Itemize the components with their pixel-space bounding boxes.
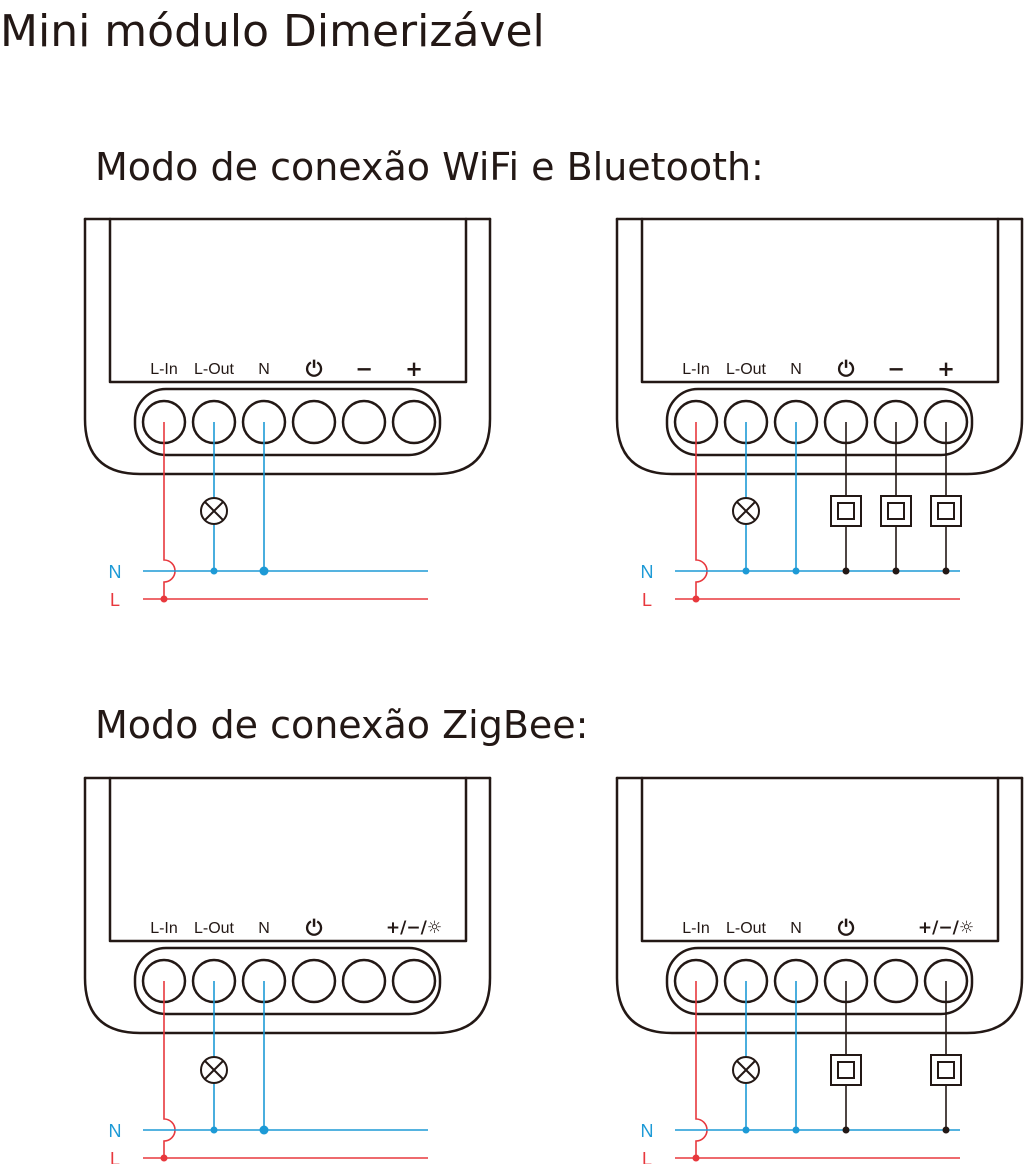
push-button-icon-inner bbox=[837, 502, 855, 520]
terminal-screw bbox=[291, 399, 337, 445]
junction-dot bbox=[742, 567, 750, 575]
live-label: L bbox=[642, 590, 652, 610]
neutral-label: N bbox=[641, 1121, 654, 1141]
terminal-label: − bbox=[887, 357, 905, 381]
label-window bbox=[640, 217, 1000, 384]
junction-dot bbox=[259, 566, 269, 576]
push-button-icon-inner bbox=[937, 502, 955, 520]
lamp-icon-cross-b bbox=[736, 501, 756, 521]
terminal-label: + bbox=[405, 357, 423, 381]
page-title: Mini módulo Dimerizável bbox=[0, 6, 545, 57]
push-button-icon bbox=[930, 495, 962, 527]
junction-dot bbox=[892, 567, 900, 575]
terminal-label: N bbox=[790, 920, 802, 937]
terminal-label: +/−/☼ bbox=[386, 918, 442, 938]
terminal-block bbox=[665, 946, 974, 1016]
neutral-label: N bbox=[109, 1121, 122, 1141]
junction-dot bbox=[692, 1154, 700, 1162]
junction-dot bbox=[842, 567, 850, 575]
terminal-screw bbox=[873, 958, 919, 1004]
terminal-screw bbox=[391, 958, 437, 1004]
live-input-wire bbox=[163, 981, 176, 1158]
push-button-icon bbox=[880, 495, 912, 527]
terminal-label: + bbox=[937, 357, 955, 381]
junction-dot bbox=[792, 567, 800, 575]
junction-dot bbox=[160, 595, 168, 603]
terminal-screw bbox=[291, 958, 337, 1004]
neutral-label: N bbox=[109, 562, 122, 582]
junction-dot bbox=[742, 1126, 750, 1134]
terminal-label: L-In bbox=[682, 361, 710, 378]
label-window bbox=[108, 776, 468, 943]
terminal-label: N bbox=[790, 361, 802, 378]
label-window bbox=[640, 776, 1000, 943]
junction-dot bbox=[842, 1126, 850, 1134]
terminal-label: L-Out bbox=[726, 920, 767, 937]
terminal-label: ⏻ bbox=[306, 357, 323, 381]
push-button-icon-inner bbox=[887, 502, 905, 520]
junction-dot bbox=[692, 595, 700, 603]
junction-dot bbox=[259, 1125, 269, 1135]
live-input-wire bbox=[695, 981, 708, 1158]
device-body bbox=[83, 217, 492, 476]
lamp-icon-cross-b bbox=[204, 1060, 224, 1080]
section-title-wifi-bluetooth: Modo de conexão WiFi e Bluetooth: bbox=[95, 145, 764, 189]
terminal-block bbox=[133, 946, 442, 1016]
push-button-icon bbox=[830, 1054, 862, 1086]
neutral-label: N bbox=[641, 562, 654, 582]
terminal-label: − bbox=[355, 357, 373, 381]
device-body bbox=[615, 776, 1024, 1035]
lamp-icon-cross-b bbox=[204, 501, 224, 521]
terminal-screw bbox=[391, 399, 437, 445]
push-button-icon-inner bbox=[837, 1061, 855, 1079]
push-button-icon bbox=[930, 1054, 962, 1086]
lamp-icon-cross-b bbox=[736, 1060, 756, 1080]
terminal-label: ⏻ bbox=[306, 916, 323, 940]
section-title-zigbee: Modo de conexão ZigBee: bbox=[95, 703, 588, 747]
terminal-label: L-Out bbox=[194, 361, 235, 378]
terminal-block bbox=[665, 387, 974, 457]
terminal-label: N bbox=[258, 361, 270, 378]
live-label: L bbox=[642, 1149, 652, 1164]
terminal-label: L-Out bbox=[726, 361, 767, 378]
live-label: L bbox=[110, 590, 120, 610]
terminal-label: ⏻ bbox=[838, 916, 855, 940]
terminal-screw bbox=[341, 399, 387, 445]
junction-dot bbox=[210, 1126, 218, 1134]
label-window bbox=[108, 217, 468, 384]
device-body bbox=[83, 776, 492, 1035]
terminal-label: ⏻ bbox=[838, 357, 855, 381]
terminal-label: L-In bbox=[150, 361, 178, 378]
push-button-icon bbox=[830, 495, 862, 527]
junction-dot bbox=[942, 1126, 950, 1134]
junction-dot bbox=[942, 567, 950, 575]
junction-dot bbox=[210, 567, 218, 575]
terminal-label: L-Out bbox=[194, 920, 235, 937]
terminal-label: L-In bbox=[682, 920, 710, 937]
junction-dot bbox=[792, 1126, 800, 1134]
terminal-block bbox=[133, 387, 442, 457]
junction-dot bbox=[160, 1154, 168, 1162]
terminal-label: +/−/☼ bbox=[918, 918, 974, 938]
terminal-screw bbox=[341, 958, 387, 1004]
live-input-wire bbox=[695, 422, 708, 599]
push-button-icon-inner bbox=[937, 1061, 955, 1079]
terminal-label: N bbox=[258, 920, 270, 937]
live-label: L bbox=[110, 1149, 120, 1164]
terminal-label: L-In bbox=[150, 920, 178, 937]
live-input-wire bbox=[163, 422, 176, 599]
device-body bbox=[615, 217, 1024, 476]
